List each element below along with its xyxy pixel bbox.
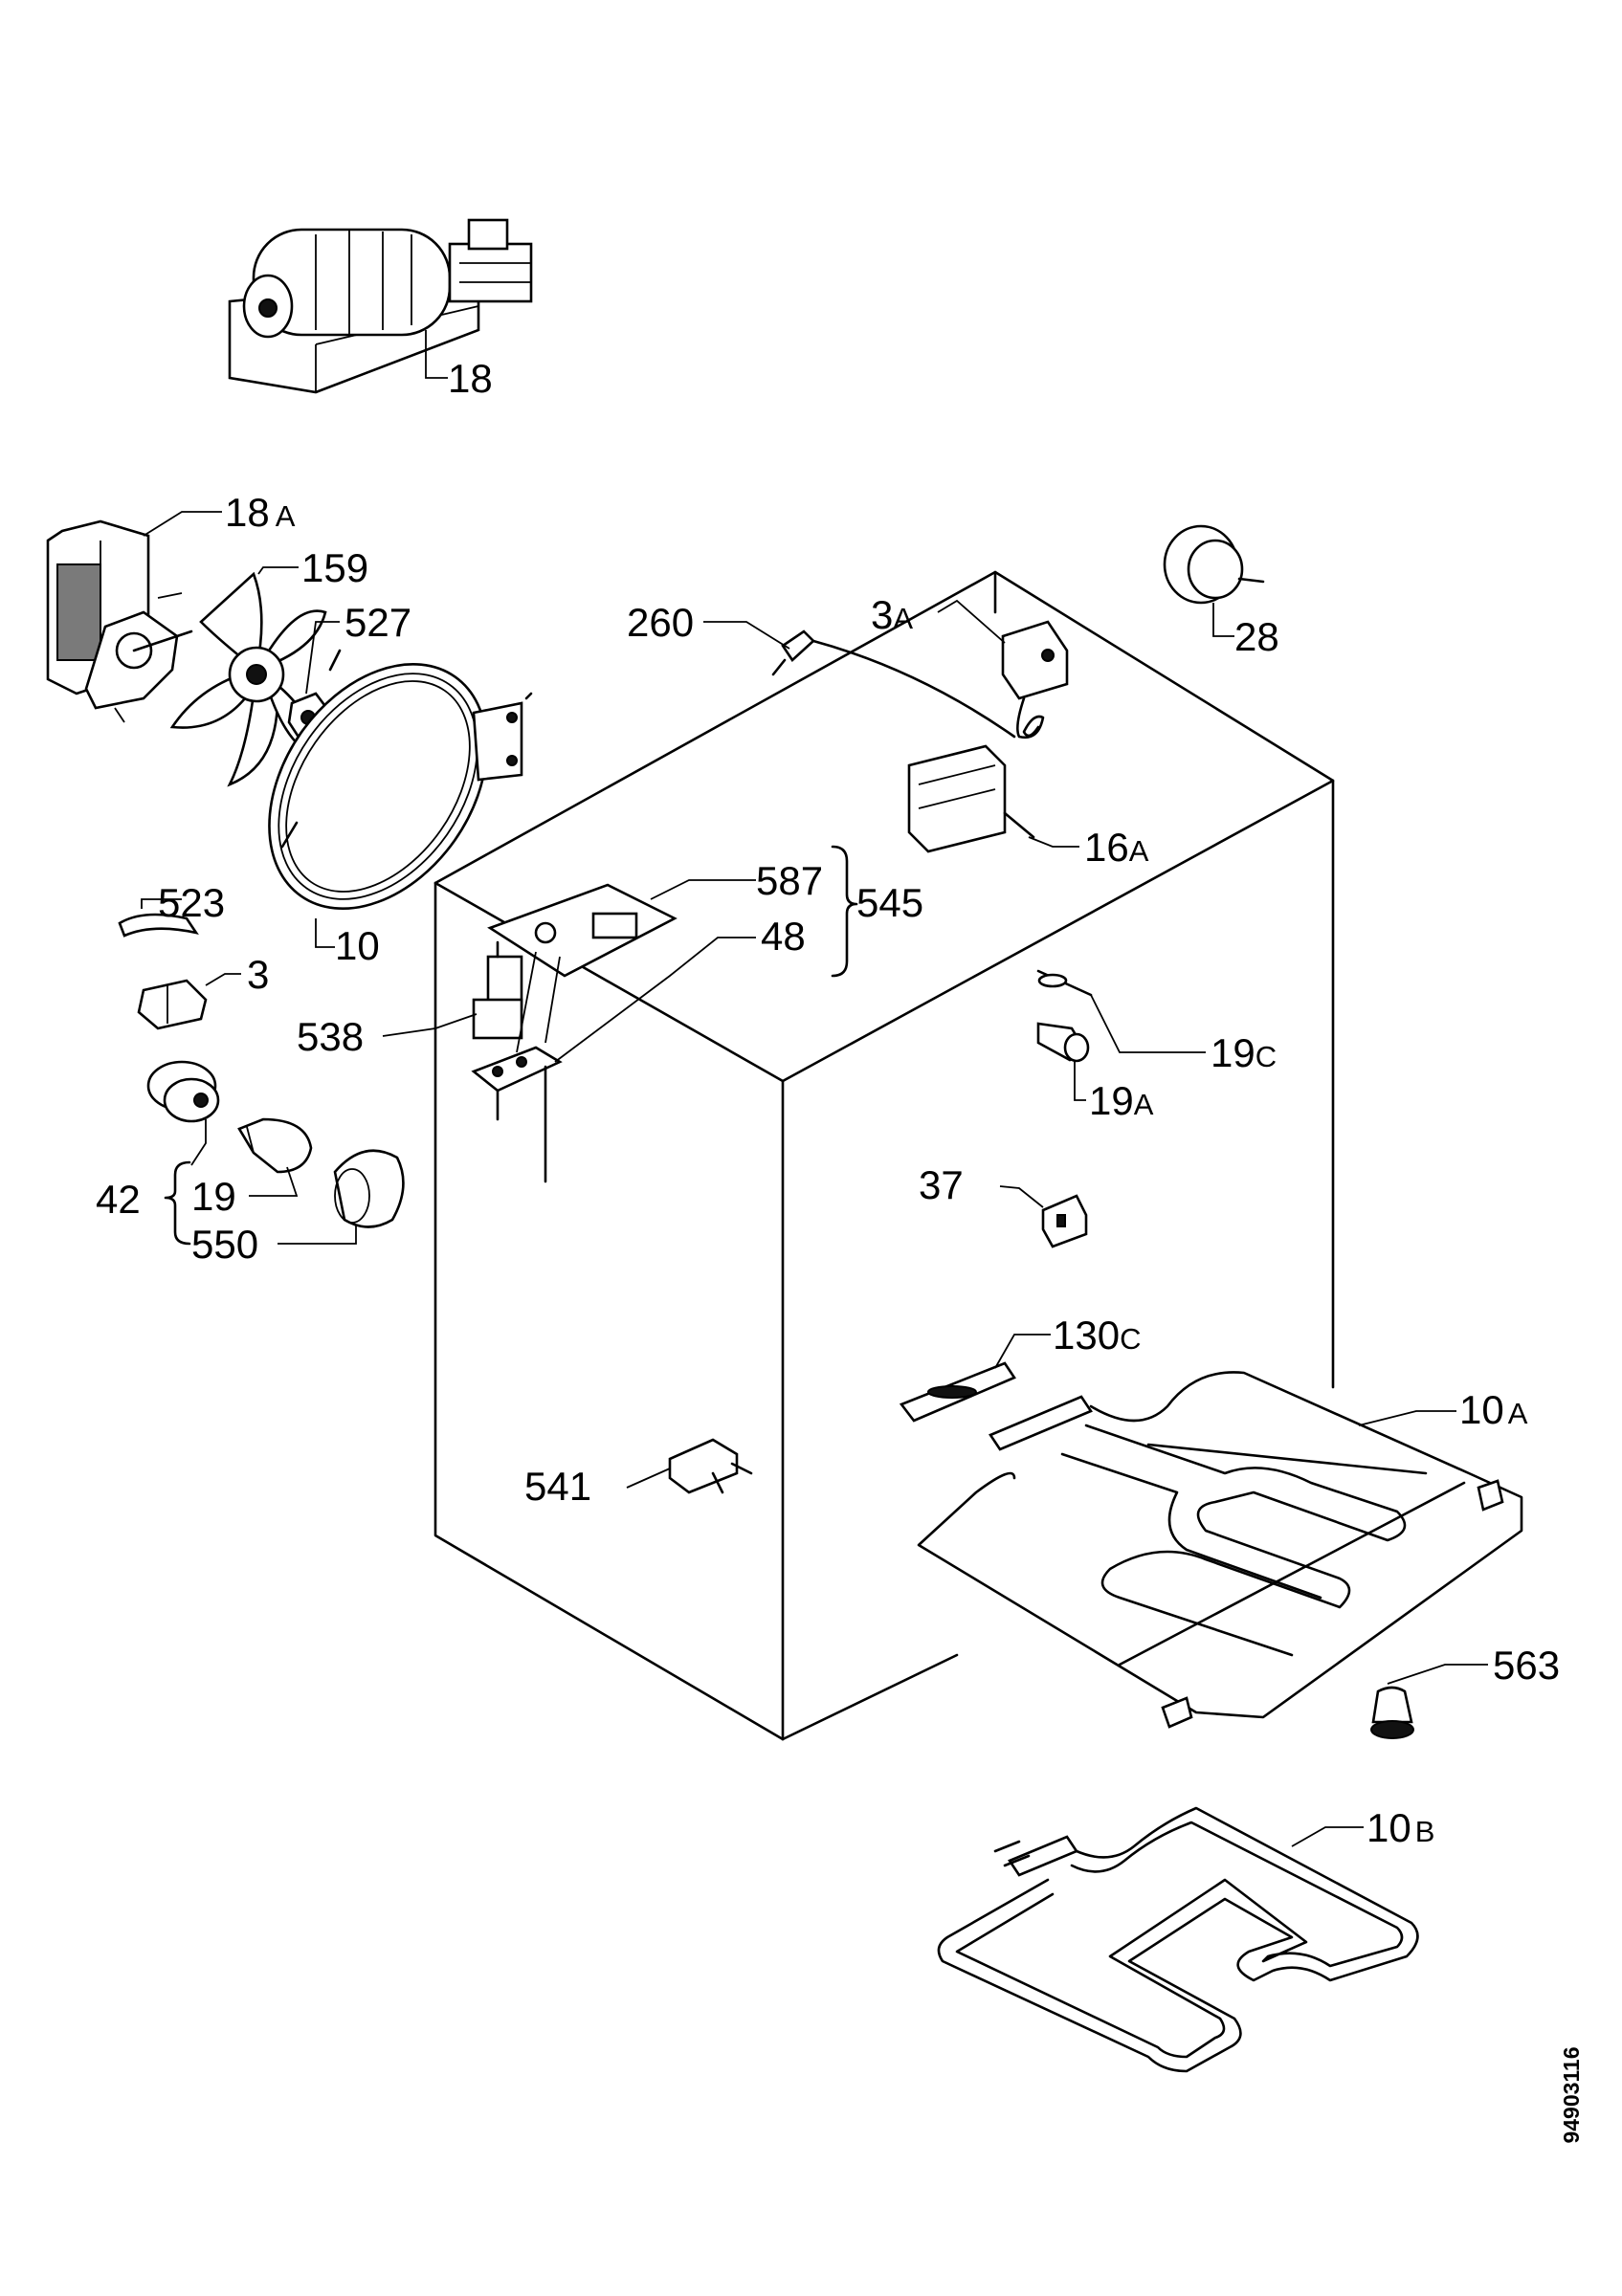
label-48: 48 [761, 914, 806, 959]
lamp-socket [1036, 1022, 1090, 1063]
label-563: 563 [1493, 1643, 1560, 1688]
label-3: 3 [247, 952, 269, 997]
oven-thermostat [1001, 620, 1069, 740]
door-switch [472, 940, 523, 1040]
label-550: 550 [191, 1222, 258, 1267]
label-260: 260 [627, 600, 694, 645]
safety-thermostat [137, 979, 208, 1030]
label-16a: 16A [1084, 825, 1149, 870]
label-18: 18 [448, 356, 493, 401]
brace-42 [164, 1160, 191, 1246]
label-10: 10 [335, 923, 380, 968]
leader-lines [141, 330, 1488, 1847]
circuit-board-assembly [487, 883, 678, 1053]
grill-heating-element [917, 1371, 1523, 1729]
label-541: 541 [524, 1464, 591, 1509]
rubber-stopper [1370, 1686, 1414, 1739]
lamp-holder [146, 1060, 220, 1123]
label-28: 28 [1234, 614, 1279, 659]
fan-blade [169, 571, 327, 787]
lamp-cover [333, 1149, 405, 1228]
temperature-sensor [771, 629, 1016, 739]
lamp-bulb [237, 1117, 313, 1174]
label-159: 159 [301, 545, 368, 590]
terminal-connector [668, 1438, 753, 1494]
label-37: 37 [919, 1162, 964, 1207]
label-527: 527 [344, 600, 411, 645]
label-538: 538 [297, 1014, 364, 1059]
tangential-fan-assembly [228, 218, 533, 394]
brace-545 [831, 845, 858, 978]
drawing-code: 94903116 [1559, 2046, 1584, 2143]
thermostat-clip [118, 913, 199, 938]
label-19c: 19C [1211, 1030, 1277, 1075]
label-19: 19 [191, 1174, 236, 1219]
bottom-heating-element [937, 1806, 1419, 2073]
element-bracket [899, 1361, 1016, 1423]
label-19a: 19A [1089, 1078, 1154, 1123]
circular-heating-element [268, 662, 533, 911]
label-3a: 3A [871, 592, 913, 637]
label-523: 523 [158, 880, 225, 925]
terminal-block [471, 1046, 563, 1183]
control-knob [1163, 524, 1265, 605]
neon-indicator [1036, 969, 1093, 997]
label-130c: 130C [1053, 1313, 1141, 1358]
label-42: 42 [96, 1177, 141, 1222]
connector [1041, 1194, 1088, 1248]
label-545: 545 [856, 880, 923, 925]
label-587: 587 [756, 858, 823, 903]
fan-motor [46, 519, 193, 723]
selector-switch [907, 744, 1035, 853]
oven-cabinet [433, 570, 1335, 1741]
